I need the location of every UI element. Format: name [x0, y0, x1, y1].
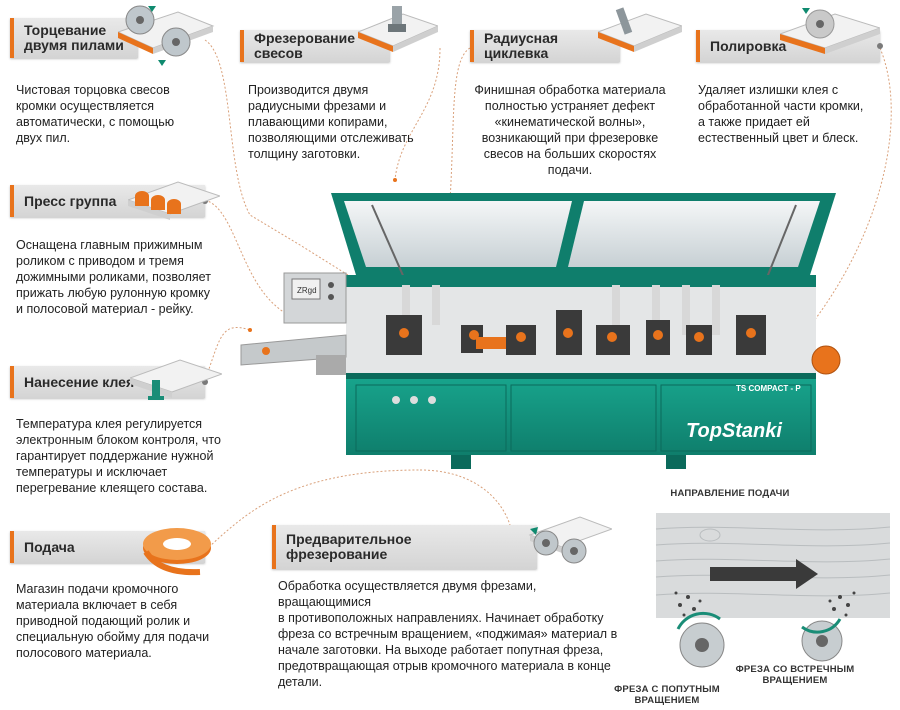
- press-desc-line: прижать любую рулонную кромку: [16, 286, 211, 300]
- premill-desc-line: фреза со встречным вращением, «поджимая»…: [278, 627, 618, 641]
- polishing-desc-line: Удаляет излишки клея с: [698, 83, 839, 97]
- panel-logo: ZRgd: [297, 286, 317, 295]
- polishing-illustration: [780, 8, 880, 54]
- milling-desc-line: Производится двумя: [248, 83, 369, 97]
- press-desc-line: Оснащена главным прижимным: [16, 238, 203, 252]
- press-description: Оснащена главным прижимным роликом с при…: [16, 237, 216, 317]
- premill-description: Обработка осуществляется двумя фрезами, …: [278, 578, 623, 690]
- polishing-desc-line: а также придает ей: [698, 115, 810, 129]
- milling-title: Фрезерование свесов: [254, 30, 356, 61]
- milling-description: Производится двумя радиусными фрезами и …: [248, 82, 448, 162]
- trim-tab: Торцевание двумя пилами: [10, 18, 138, 58]
- premill-tab: Предварительное фрезерование: [272, 525, 537, 569]
- glue-description: Температура клея регулируется электронны…: [16, 416, 221, 496]
- premill-desc-line: детали.: [278, 675, 323, 689]
- trim-desc-line: автоматически, с помощью: [16, 115, 175, 129]
- cutter-up-line2: ВРАЩЕНИЕМ: [762, 675, 828, 686]
- premill-title-line2: фрезерование: [286, 546, 388, 562]
- glue-title: Нанесение клея: [24, 373, 135, 390]
- feed-description: Магазин подачи кромочного материала вклю…: [16, 581, 216, 661]
- press-desc-line: и полосовой материал - рейку.: [16, 302, 194, 316]
- scraping-desc-line: «кинематической волны»,: [494, 115, 646, 129]
- feed-desc-line: полосового материала.: [16, 646, 152, 660]
- premill-desc-line: в противоположных направлениях. Начинает…: [278, 611, 604, 625]
- trim-saw-illustration: [118, 5, 215, 66]
- cutter-up-line1: ФРЕЗА СО ВСТРЕЧНЫМ: [735, 664, 855, 675]
- press-title: Пресс группа: [24, 192, 117, 209]
- polishing-desc-line: обработанной части кромки,: [698, 99, 864, 113]
- trim-desc-line: Чистовая торцовка свесов: [16, 83, 170, 97]
- trim-title-line2: двумя пилами: [24, 37, 124, 53]
- scraping-desc-line: Финишная обработка материала: [474, 83, 666, 97]
- scraping-desc-line: свесов на больших скоростях: [483, 147, 657, 161]
- feed-direction-label: НАПРАВЛЕНИЕ ПОДАЧИ: [670, 488, 790, 499]
- polishing-desc-line: естественный цвет и блеск.: [698, 131, 859, 145]
- feed-direction-diagram: [655, 513, 891, 668]
- scraping-tab: Радиусная циклевка: [470, 30, 620, 62]
- glue-illustration: [130, 359, 222, 400]
- glue-desc-line: температуры и исключает: [16, 465, 168, 479]
- trim-desc-line: двух пил.: [16, 131, 71, 145]
- press-desc-line: дожимными роликами, позволяет: [16, 270, 211, 284]
- brand-logo: TopStanki: [686, 420, 782, 442]
- feed-desc-line: Магазин подачи кромочного: [16, 582, 179, 596]
- glue-desc-line: перегревание клеящего состава.: [16, 481, 208, 495]
- cutter-up-label: ФРЕЗА СО ВСТРЕЧНЫМ ВРАЩЕНИЕМ: [730, 664, 860, 686]
- milling-desc-line: позволяющими отслеживать: [248, 131, 414, 145]
- cutter-down-line2: ВРАЩЕНИЕМ: [634, 695, 700, 706]
- polishing-title: Полировка: [710, 37, 787, 54]
- edgebander-machine: ZRgd TS COMPACT - P TopStanki: [240, 193, 841, 469]
- glue-dot: [202, 379, 208, 385]
- press-rollers-illustration: [128, 181, 220, 220]
- feed-desc-line: приводной подающий ролик и: [16, 614, 191, 628]
- edge-roll-illustration: [143, 528, 211, 576]
- press-desc-line: роликом с приводом и тремя: [16, 254, 184, 268]
- glue-desc-line: Температура клея регулируется: [16, 417, 203, 431]
- milling-desc-line: толщину заготовки.: [248, 147, 361, 161]
- scraping-title: Радиусная циклевка: [484, 30, 559, 61]
- scraping-desc-line: возникающий при фрезеровке: [481, 131, 659, 145]
- premill-desc-line: предотвращающая отрыв кромочного материа…: [278, 659, 611, 673]
- trim-title-line1: Торцевание: [24, 22, 107, 38]
- milling-illustration: [358, 6, 438, 52]
- polishing-description: Удаляет излишки клея с обработанной част…: [698, 82, 888, 146]
- trim-description: Чистовая торцовка свесов кромки осуществ…: [16, 82, 206, 146]
- scraping-illustration: [598, 7, 682, 52]
- cutter-down-label: ФРЕЗА С ПОПУТНЫМ ВРАЩЕНИЕМ: [612, 684, 722, 706]
- scraping-desc-line: полностью устраняет дефект: [484, 99, 656, 113]
- premill-illustration: [528, 516, 612, 564]
- premill-desc-line: Обработка осуществляется двумя фрезами, …: [278, 579, 537, 609]
- cutter-down-line1: ФРЕЗА С ПОПУТНЫМ: [614, 684, 720, 695]
- trim-desc-line: кромки осуществляется: [16, 99, 154, 113]
- trim-title: Торцевание двумя пилами: [10, 23, 124, 53]
- glue-desc-line: гарантирует поддержание нужной: [16, 449, 214, 463]
- milling-desc-line: радиусными фрезами и: [248, 99, 387, 113]
- feed-title: Подача: [24, 538, 75, 555]
- feed-desc-line: специальную обойму для подачи: [16, 630, 210, 644]
- scraping-description: Финишная обработка материала полностью у…: [470, 82, 670, 178]
- polishing-dot: [877, 43, 883, 49]
- glue-desc-line: электронным блоком контроля, что: [16, 433, 221, 447]
- feed-desc-line: материала включает в себя: [16, 598, 178, 612]
- premill-title-line1: Предварительное: [286, 531, 412, 547]
- scraping-desc-line: подачи.: [547, 163, 593, 177]
- premill-title: Предварительное фрезерование: [272, 532, 412, 562]
- model-label: TS COMPACT - P: [736, 384, 801, 393]
- milling-desc-line: плавающими копирами,: [248, 115, 388, 129]
- premill-desc-line: начале заготовки. На выходе работает поп…: [278, 643, 604, 657]
